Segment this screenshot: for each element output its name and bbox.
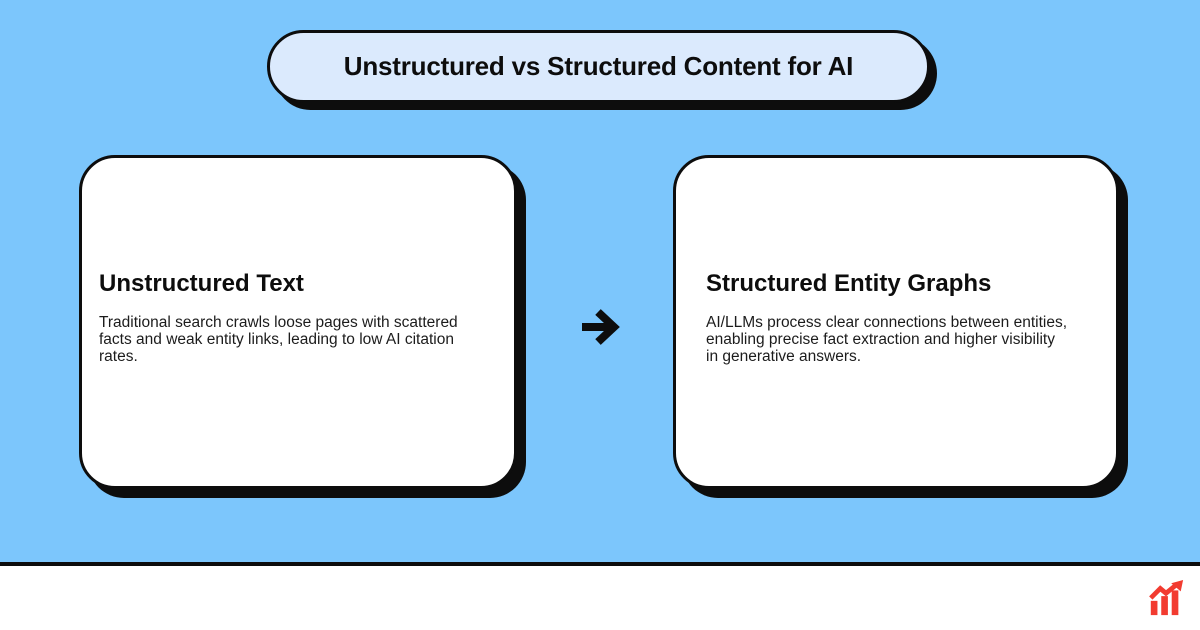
card-content: Structured Entity Graphs AI/LLMs process… <box>706 270 1092 365</box>
arrow-right-icon <box>577 305 621 349</box>
card-content: Unstructured Text Traditional search cra… <box>99 270 490 365</box>
card-unstructured-text: Unstructured Text Traditional search cra… <box>79 155 517 489</box>
footer-bar <box>0 562 1200 630</box>
trending-bar-chart-icon <box>1149 579 1184 616</box>
title-pill: Unstructured vs Structured Content for A… <box>267 30 930 103</box>
card-heading: Structured Entity Graphs <box>706 270 992 297</box>
card-structured-entity-graphs: Structured Entity Graphs AI/LLMs process… <box>673 155 1119 489</box>
card-body: AI/LLMs process clear connections betwee… <box>706 313 1067 365</box>
card-heading: Unstructured Text <box>99 270 304 297</box>
card-body: Traditional search crawls loose pages wi… <box>99 313 458 365</box>
page-title: Unstructured vs Structured Content for A… <box>343 51 854 81</box>
